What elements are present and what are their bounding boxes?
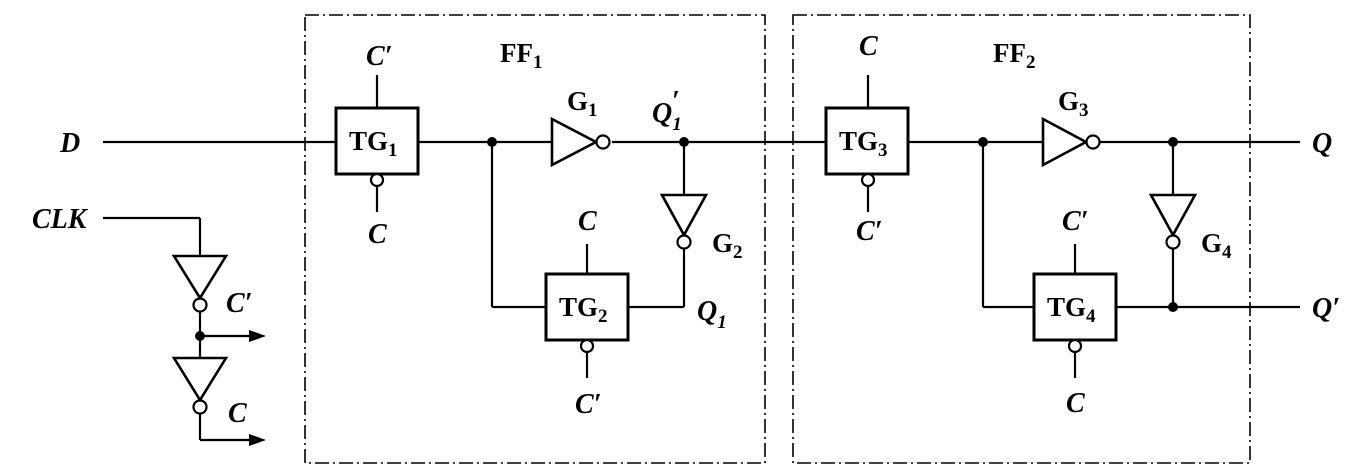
tg2-top-control: C bbox=[578, 206, 597, 237]
g1-label: G1 bbox=[567, 86, 598, 121]
g4-bubble bbox=[1165, 234, 1181, 250]
g2-label: G2 bbox=[712, 228, 743, 263]
junction-dot bbox=[195, 331, 205, 341]
tg2-bubble bbox=[579, 338, 595, 354]
tg1-bubble bbox=[369, 172, 385, 188]
g2-inverter bbox=[659, 193, 709, 238]
clk-inverter-2 bbox=[171, 356, 229, 403]
ff1-frame bbox=[304, 14, 766, 464]
junction-dot bbox=[679, 137, 689, 147]
ff2-title: FF2 bbox=[993, 38, 1036, 73]
tg1-top-control: C′ bbox=[366, 41, 393, 72]
junction-dot bbox=[978, 137, 988, 147]
clk-inverter-1-bubble bbox=[192, 297, 208, 313]
g4-label: G4 bbox=[1201, 228, 1232, 263]
ff1-title: FF1 bbox=[500, 38, 543, 73]
c-clock-label: C bbox=[228, 398, 247, 429]
junction-dot bbox=[1168, 302, 1178, 312]
tg4-bubble bbox=[1067, 338, 1083, 354]
junction-dot bbox=[1168, 137, 1178, 147]
g1-inverter bbox=[550, 116, 599, 168]
tg3-label: TG3 bbox=[839, 126, 888, 161]
tg1-label: TG1 bbox=[349, 126, 398, 161]
tg2-label: TG2 bbox=[559, 292, 608, 327]
g3-label: G3 bbox=[1058, 86, 1089, 121]
tg2-box bbox=[544, 272, 630, 342]
q1-label: Q1 bbox=[697, 296, 727, 333]
q-bar-output-label: Q′ bbox=[1312, 293, 1340, 324]
d-input-label: D bbox=[59, 128, 80, 159]
tg4-top-control: C′ bbox=[1062, 206, 1089, 237]
g3-inverter bbox=[1041, 116, 1089, 168]
c-prime-clock-label: C′ bbox=[226, 288, 253, 319]
c-arrowhead bbox=[249, 434, 266, 446]
wires bbox=[103, 75, 1300, 442]
q1-prime-label: Q1′ bbox=[652, 86, 682, 135]
junction-dot bbox=[487, 137, 497, 147]
g2-bubble bbox=[676, 234, 692, 250]
tg3-top-control: C bbox=[859, 31, 878, 62]
clk-input-label: CLK bbox=[32, 204, 89, 235]
c-prime-arrowhead bbox=[249, 330, 266, 342]
tg1-box bbox=[334, 106, 420, 176]
tg3-bubble bbox=[860, 172, 876, 188]
tg4-bottom-control: C bbox=[1066, 388, 1085, 419]
tg4-label: TG4 bbox=[1047, 292, 1096, 327]
tg1-bottom-control: C bbox=[368, 219, 387, 250]
clk-inverter-1 bbox=[171, 254, 229, 301]
tg2-bottom-control: C′ bbox=[575, 389, 602, 420]
g1-bubble bbox=[595, 134, 611, 150]
q-output-label: Q bbox=[1312, 128, 1332, 159]
clk-inverter-2-bubble bbox=[192, 399, 208, 415]
tg3-bottom-control: C′ bbox=[856, 216, 883, 247]
g3-bubble bbox=[1085, 134, 1101, 150]
ff2-frame bbox=[792, 14, 1251, 464]
tg4-box bbox=[1032, 272, 1118, 342]
g4-inverter bbox=[1148, 193, 1198, 238]
